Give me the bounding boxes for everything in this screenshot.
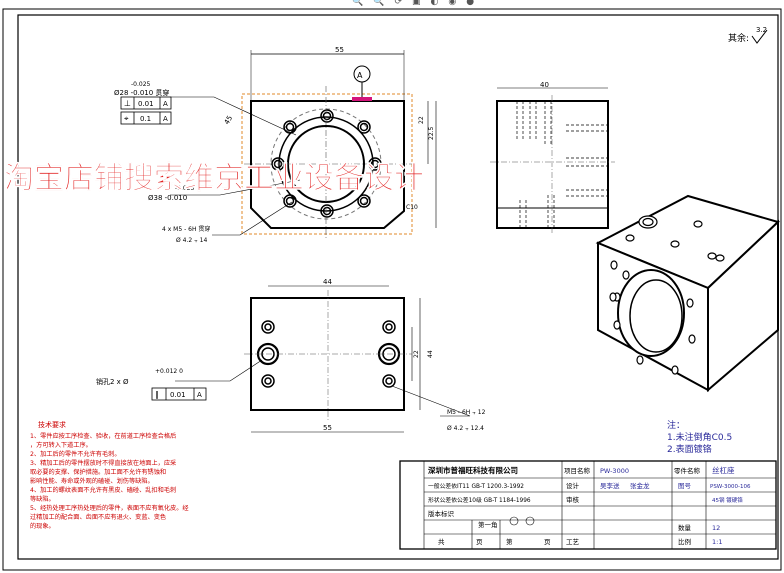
svg-text:，方可转入下道工序。: ，方可转入下道工序。 [30, 441, 92, 449]
dim-bottom-width: 44 [323, 278, 332, 286]
bore2-tol: -0.025 [175, 185, 195, 192]
tech-title: 技术要求 [38, 420, 66, 429]
gdt-pos-datum: A [163, 115, 168, 123]
gdt-perp-value: 0.01 [138, 100, 154, 108]
hole-callout-2: Ø 4.2 ⫟ 14 [176, 237, 207, 244]
svg-text:共: 共 [438, 537, 445, 546]
svg-text:取必要的支撑、保护措施。加工面不允许有锈蚀和: 取必要的支撑、保护措施。加工面不允许有锈蚀和 [30, 468, 166, 476]
svg-text:影响性能、寿命或外观的磕碰、划伤等缺陷。: 影响性能、寿命或外观的磕碰、划伤等缺陷。 [30, 477, 154, 485]
pin-callout: 销孔2 x Ø [96, 377, 129, 386]
title-block-text: 深圳市普福旺科技有限公司 项目名称 PW-3000 零件名称 丝杠座 一般公差依… [428, 465, 751, 546]
svg-text:工艺: 工艺 [566, 538, 580, 546]
bottom-view [175, 285, 471, 433]
bore1-tol: -0.025 [131, 81, 151, 88]
dim-side-width: 40 [540, 81, 549, 89]
pin-par-value: 0.01 [170, 391, 186, 399]
roughness-icon [751, 29, 768, 44]
svg-text:第一角: 第一角 [478, 520, 498, 529]
svg-text:的现象。: 的现象。 [30, 522, 55, 530]
svg-text:5、经热处理工序热处理后的零件，表面不应有氧化皮。经: 5、经热处理工序热处理后的零件，表面不应有氧化皮。经 [30, 504, 189, 512]
dim-front-h1: 22 [418, 116, 425, 124]
isometric-view [595, 194, 780, 393]
svg-text:等缺陷。: 等缺陷。 [30, 495, 55, 503]
svg-text:页: 页 [544, 538, 551, 546]
svg-text:版本标识: 版本标识 [428, 509, 455, 518]
svg-text:丝杠座: 丝杠座 [712, 465, 735, 475]
rotate-icon[interactable]: ⟳ [394, 0, 402, 7]
svg-text:数量: 数量 [678, 523, 692, 532]
svg-text:图号: 图号 [678, 482, 692, 490]
dim-front-c10: C10 [406, 204, 418, 211]
datum-a-label: A [357, 71, 363, 80]
pin-gdt-frame [151, 387, 207, 401]
note-1: 1.未注倒角C0.5 [667, 431, 732, 443]
notes-title: 注： [667, 419, 685, 431]
hole-callout: 4 x M5 - 6H 贯穿 [162, 225, 210, 233]
front-view-outline [250, 100, 405, 229]
svg-text:PW-3000: PW-3000 [600, 467, 629, 475]
note-2: 2.表面镀铬 [667, 443, 712, 455]
pin-par-datum: A [197, 391, 202, 399]
svg-text:12: 12 [712, 524, 720, 532]
svg-text:2、加工后的零件不允许有毛刺。: 2、加工后的零件不允许有毛刺。 [30, 450, 121, 458]
svg-text:张金龙: 张金龙 [630, 481, 650, 490]
svg-text:比例: 比例 [678, 537, 691, 546]
svg-text:吴李送: 吴李送 [600, 481, 620, 490]
svg-text:项目名称: 项目名称 [564, 466, 591, 475]
svg-text:零件名称: 零件名称 [674, 466, 701, 475]
roughness-label: 其余: [728, 32, 749, 44]
svg-text:审核: 审核 [566, 495, 580, 504]
hide-show-icon[interactable]: ◉ [448, 0, 457, 7]
gdt-frames [120, 96, 172, 125]
bore1-callout: Ø28 -0.010 贯穿 [114, 88, 169, 97]
bore2-callout: Ø38 -0.010 [148, 194, 187, 202]
svg-text:45钢 镀硬铬: 45钢 镀硬铬 [712, 496, 743, 504]
svg-text:页: 页 [476, 538, 483, 546]
gdt-perp-datum: A [163, 100, 168, 108]
svg-text:PSW-3000-106: PSW-3000-106 [710, 484, 751, 490]
dim-front-45: 45 [223, 114, 234, 126]
sheet-outer-border [2, 8, 782, 571]
gdt-pos-value: 0.1 [140, 115, 151, 123]
svg-text:第: 第 [506, 537, 513, 546]
svg-text:形状公差依公差10级 GB-T 1184-1996: 形状公差依公差10级 GB-T 1184-1996 [428, 496, 531, 504]
svg-text:1、零件应按工序检查、验收，在前道工序检查合格后: 1、零件应按工序检查、验收，在前道工序检查合格后 [30, 432, 176, 440]
dim-front-h2: 22.5 [428, 126, 435, 140]
watermark: 淘宝店铺搜索维京工业设备设计 [4, 161, 424, 196]
svg-text:设计: 设计 [566, 481, 580, 490]
tap-callout: M5 - 6H ⫟ 12 [447, 409, 486, 416]
svg-text:过精加工的配合面、齿面不应有退火、变蓝、变色: 过精加工的配合面、齿面不应有退火、变蓝、变色 [30, 513, 166, 521]
zoom-area-icon[interactable]: 🔍 [373, 0, 385, 7]
appearance-icon[interactable]: ● [466, 0, 475, 7]
view-toolbar: 🔍 🔍 ⟳ ▣ ◐ ◉ ● [0, 0, 784, 8]
view-icon[interactable]: ▣ [411, 0, 421, 7]
side-view [490, 87, 615, 235]
roughness-value: 3.2 [756, 26, 767, 34]
svg-text:一般公差依IT11 GB-T 1200.3-1992: 一般公差依IT11 GB-T 1200.3-1992 [428, 482, 524, 490]
gdt-perp-icon: ⊥ [124, 99, 131, 108]
company-name: 深圳市普福旺科技有限公司 [428, 465, 518, 475]
front-view [170, 50, 437, 240]
parallel-icon: ∥ [155, 390, 159, 399]
title-block [399, 460, 777, 550]
dim-bottom-h2: 22 [413, 350, 420, 358]
zoom-icon[interactable]: 🔍 [352, 0, 364, 7]
tech-requirements: 1、零件应按工序检查、验收，在前道工序检查合格后 ，方可转入下道工序。 2、加工… [30, 432, 189, 530]
gdt-position-icon: ⌖ [124, 114, 129, 123]
tap-callout-2: Ø 4.2 ⫟ 12.4 [447, 425, 484, 432]
display-icon[interactable]: ◐ [430, 0, 439, 7]
svg-text:1:1: 1:1 [712, 538, 722, 546]
pin-tol: +0.012 0 [155, 368, 183, 375]
svg-text:3、精加工后的零件摆放时不得直接放在地面上，应采: 3、精加工后的零件摆放时不得直接放在地面上，应采 [30, 459, 176, 467]
dim-bottom-h: 44 [427, 350, 434, 358]
dim-bottom-full: 55 [323, 424, 332, 432]
dim-front-width: 55 [335, 46, 344, 54]
svg-text:4、加工的螺纹表面不允许有黑皮、磕碰、乱扣和毛刺: 4、加工的螺纹表面不允许有黑皮、磕碰、乱扣和毛刺 [30, 486, 176, 494]
